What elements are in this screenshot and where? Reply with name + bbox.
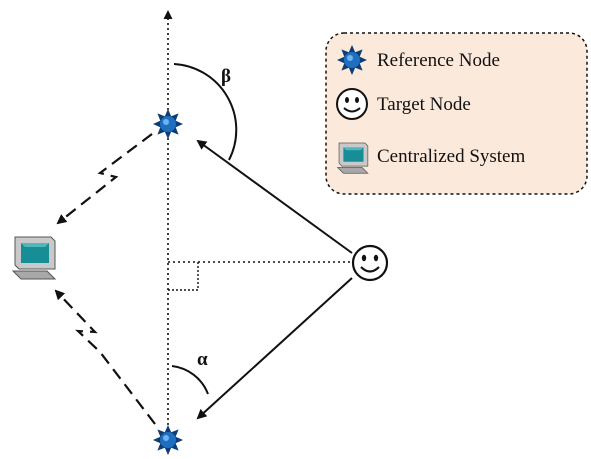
legend-target-node-label: Target Node	[377, 94, 471, 115]
alpha-label: α	[197, 349, 208, 370]
legend-box	[325, 32, 588, 195]
legend-target-node-icon	[336, 88, 368, 120]
upper-reference-node-icon	[153, 109, 183, 139]
centralized-system-computer-icon	[12, 236, 56, 280]
upper-wireless-link	[56, 133, 153, 225]
legend-reference-node-label: Reference Node	[377, 50, 500, 71]
alpha-arc	[171, 365, 209, 395]
lower-wireless-link	[54, 289, 156, 425]
legend: Reference Node Target Node Centralized S…	[325, 32, 588, 195]
right-angle-marker	[168, 262, 199, 291]
beta-arc	[173, 63, 238, 161]
lower-bearing-arrow	[196, 277, 353, 420]
beta-label: β	[221, 66, 231, 87]
legend-reference-node-icon	[337, 45, 367, 75]
legend-centralized-system-label: Centralized System	[377, 146, 525, 167]
target-node-icon	[351, 244, 389, 282]
upper-bearing-arrow	[196, 139, 353, 254]
lower-reference-node-icon	[153, 425, 183, 455]
legend-centralized-system-icon	[337, 142, 369, 174]
